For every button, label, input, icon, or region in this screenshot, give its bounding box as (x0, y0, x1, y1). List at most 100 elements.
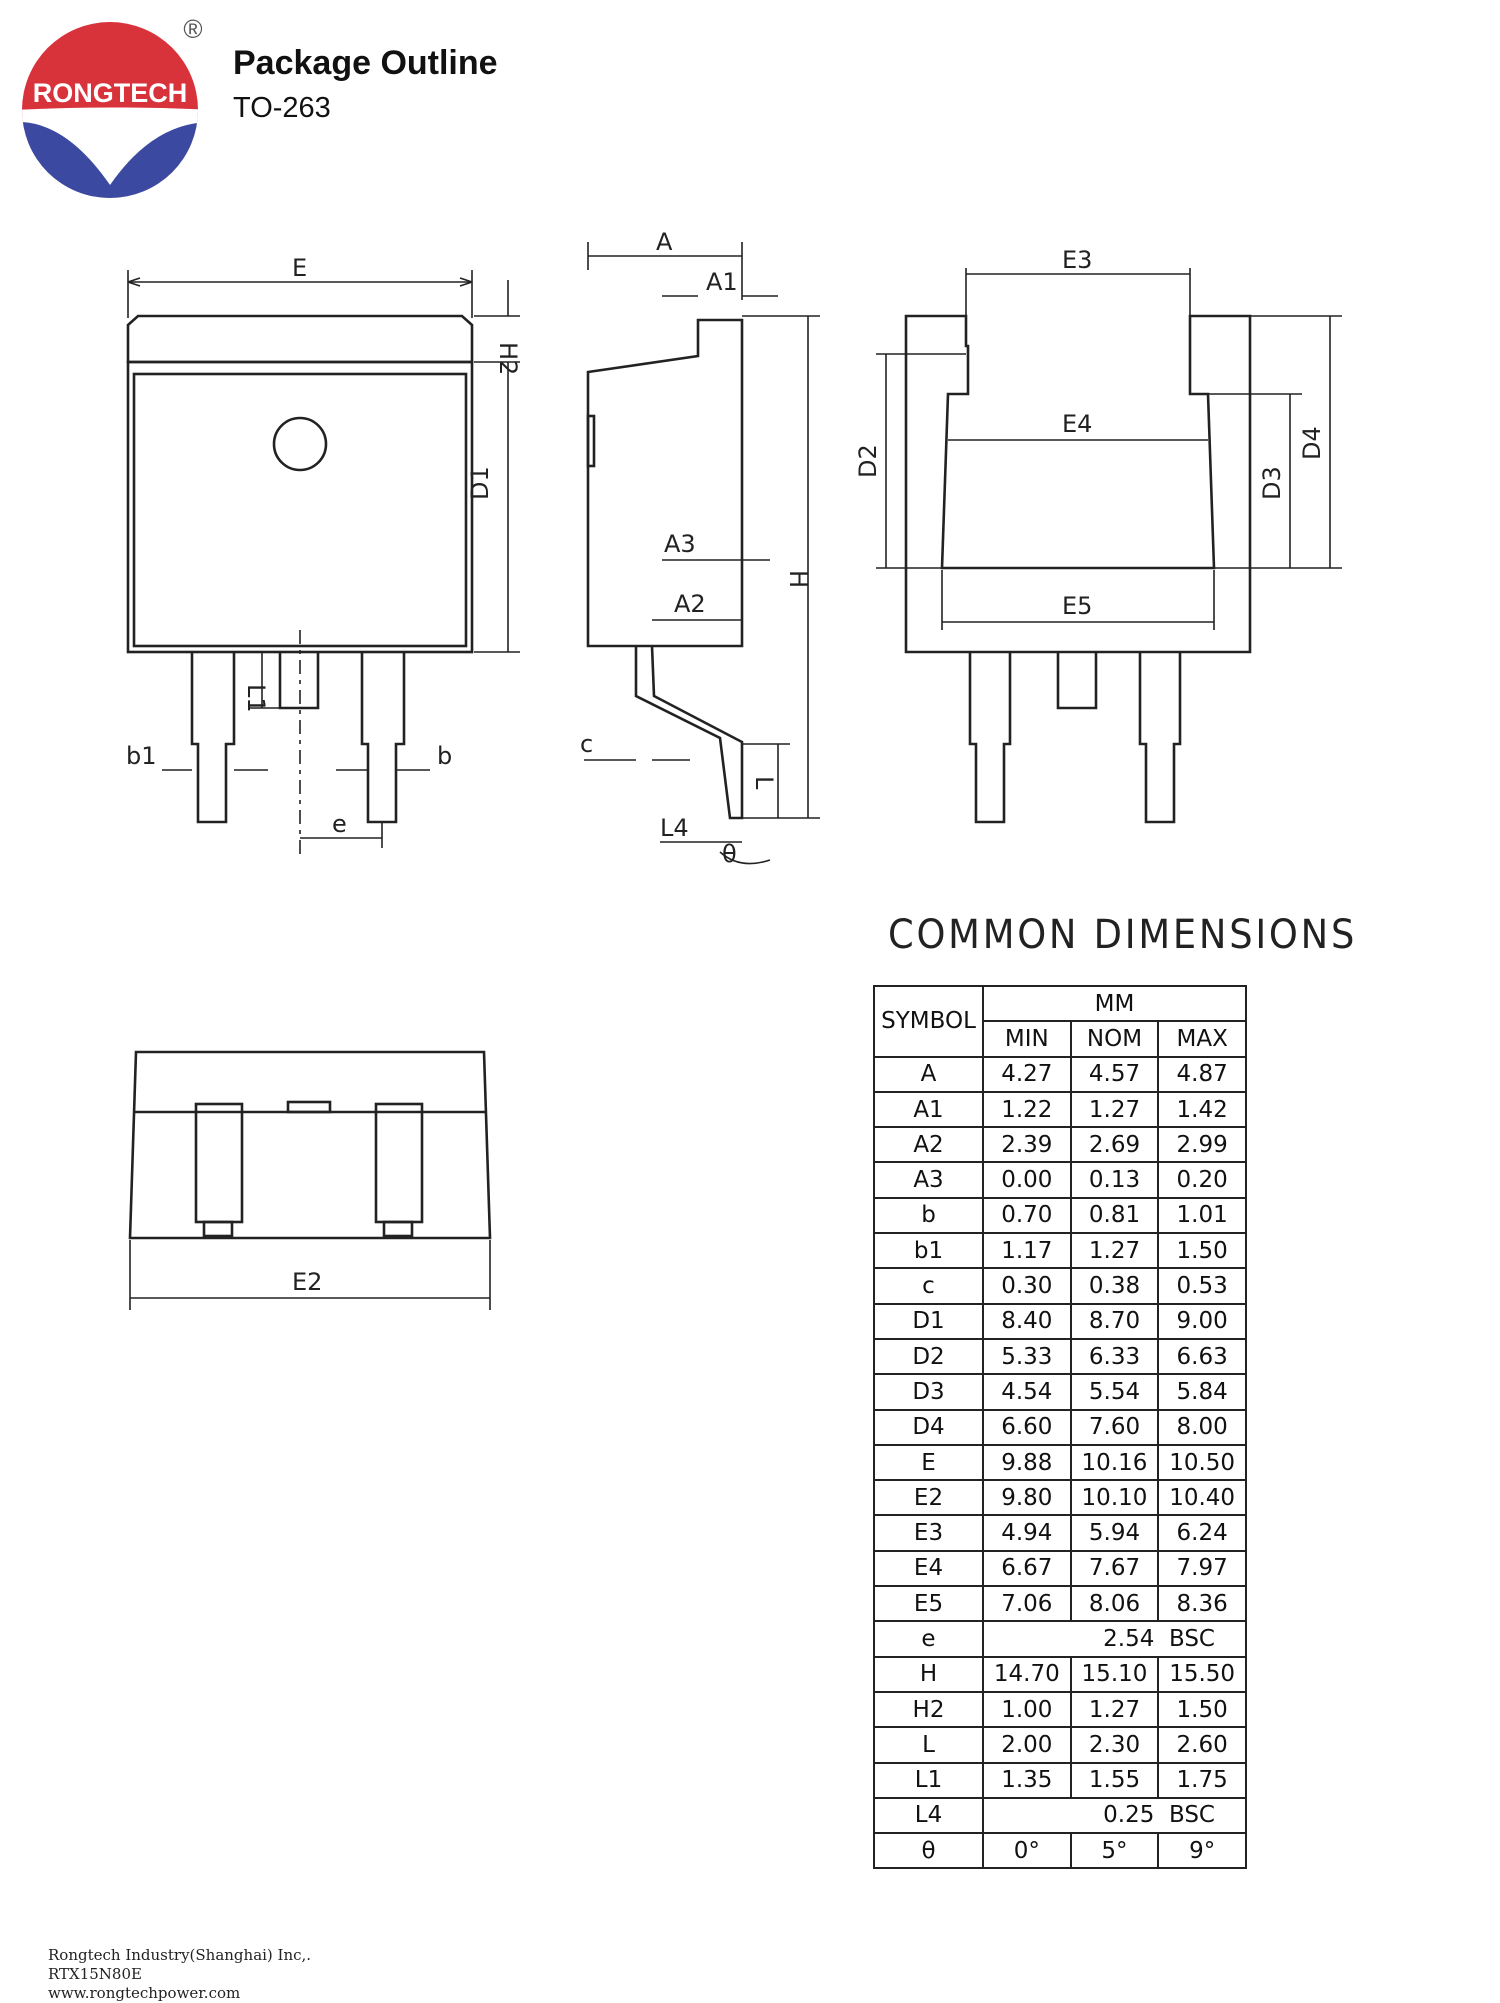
symbol-cell: E5 (873, 1585, 984, 1623)
max-value-cell: 2.99 (1157, 1126, 1247, 1164)
max-value-cell: 1.75 (1157, 1761, 1247, 1799)
nom-value-cell: 0.81 (1069, 1196, 1160, 1235)
nom-value-cell: 6.33 (1069, 1337, 1160, 1376)
footer-website: www.rongtechpower.com (48, 1984, 241, 2002)
nom-header: NOM (1069, 1020, 1160, 1058)
label-A2: A2 (674, 590, 706, 618)
max-value-cell: 1.50 (1157, 1690, 1247, 1729)
min-value-cell: 9.80 (982, 1479, 1072, 1517)
symbol-cell: D1 (873, 1302, 984, 1340)
unit-header: MM (982, 984, 1247, 1023)
bsc-value-cell: 0.25 BSC (982, 1796, 1247, 1835)
max-header: MAX (1157, 1020, 1247, 1058)
max-value-cell: 9.00 (1157, 1302, 1247, 1340)
nom-value-cell: 8.06 (1069, 1585, 1160, 1623)
label-L: L (750, 776, 778, 790)
max-value-cell: 0.53 (1157, 1267, 1247, 1305)
label-c: c (580, 730, 593, 758)
symbol-header: SYMBOL (873, 985, 984, 1058)
label-D2: D2 (854, 444, 882, 478)
symbol-cell: e (873, 1620, 984, 1658)
symbol-cell: A3 (873, 1161, 984, 1199)
nom-value-cell: 1.55 (1069, 1761, 1160, 1799)
min-value-cell: 6.67 (982, 1549, 1072, 1588)
nom-value-cell: 2.69 (1069, 1126, 1160, 1164)
nom-value-cell: 1.27 (1069, 1232, 1160, 1270)
max-value-cell: 10.50 (1157, 1443, 1247, 1482)
min-value-cell: 2.39 (982, 1126, 1072, 1164)
bottom-view: E2 (128, 1050, 492, 1310)
max-value-cell: 4.87 (1157, 1055, 1247, 1093)
max-value-cell: 8.36 (1157, 1585, 1247, 1623)
nom-value-cell: 7.60 (1069, 1408, 1160, 1446)
min-value-cell: 14.70 (982, 1655, 1072, 1693)
footer-company: Rongtech Industry(Shanghai) Inc,. (48, 1946, 312, 1964)
min-value-cell: 1.00 (982, 1690, 1072, 1729)
label-A: A (656, 228, 673, 256)
nom-value-cell: 10.16 (1069, 1443, 1160, 1482)
max-value-cell: 1.50 (1157, 1232, 1247, 1270)
symbol-cell: D3 (873, 1373, 984, 1411)
min-value-cell: 4.94 (982, 1514, 1072, 1552)
svg-text:RONGTECH: RONGTECH (33, 78, 188, 108)
min-value-cell: 1.22 (982, 1090, 1072, 1129)
symbol-cell: A2 (873, 1126, 984, 1164)
label-A1: A1 (706, 268, 738, 296)
min-value-cell: 1.17 (982, 1232, 1072, 1270)
footer: Rongtech Industry(Shanghai) Inc,. RTX15N… (48, 1946, 311, 2003)
max-value-cell: 6.63 (1157, 1337, 1247, 1376)
nom-value-cell: 5.54 (1069, 1373, 1160, 1411)
max-value-cell: 10.40 (1157, 1479, 1247, 1517)
symbol-cell: E (873, 1443, 984, 1482)
symbol-cell: E4 (873, 1549, 984, 1588)
nom-value-cell: 0.38 (1069, 1267, 1160, 1305)
label-A3: A3 (664, 530, 696, 558)
max-value-cell: 5.84 (1157, 1373, 1247, 1411)
nom-value-cell: 1.27 (1069, 1090, 1160, 1129)
symbol-cell: b (873, 1196, 984, 1235)
label-E2: E2 (292, 1268, 322, 1296)
nom-value-cell: 4.57 (1069, 1055, 1160, 1093)
nom-value-cell: 15.10 (1069, 1655, 1160, 1693)
max-value-cell: 6.24 (1157, 1514, 1247, 1552)
max-value-cell: 8.00 (1157, 1408, 1247, 1446)
label-L4: L4 (660, 814, 689, 842)
nom-value-cell: 1.27 (1069, 1690, 1160, 1729)
max-value-cell: 1.42 (1157, 1090, 1247, 1129)
symbol-cell: H (873, 1655, 984, 1693)
symbol-cell: E3 (873, 1514, 984, 1552)
package-name: TO-263 (233, 92, 331, 124)
symbol-cell: D2 (873, 1337, 984, 1376)
label-b: b (437, 742, 452, 770)
min-header: MIN (982, 1020, 1072, 1058)
min-value-cell: 0.30 (982, 1267, 1072, 1305)
symbol-cell: A1 (873, 1090, 984, 1129)
table-title: COMMON DIMENSIONS (888, 912, 1358, 958)
min-value-cell: 6.60 (982, 1408, 1072, 1446)
front-view: E H2 D1 L1 b1 b e (126, 254, 522, 860)
max-value-cell: 0.20 (1157, 1161, 1247, 1199)
nom-value-cell: 5.94 (1069, 1514, 1160, 1552)
symbol-cell: E2 (873, 1479, 984, 1517)
min-value-cell: 0° (982, 1832, 1072, 1870)
nom-value-cell: 0.13 (1069, 1161, 1160, 1199)
max-value-cell: 9° (1157, 1832, 1247, 1870)
